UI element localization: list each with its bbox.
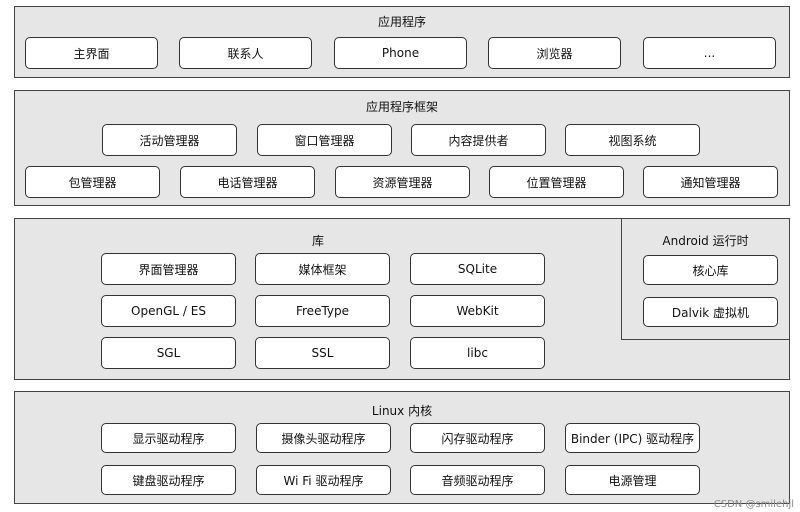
kernel-audio-driver: 音频驱动程序 bbox=[410, 465, 545, 495]
framework-view-system: 视图系统 bbox=[565, 124, 700, 156]
framework-title: 应用程序框架 bbox=[365, 100, 438, 114]
kernel-binder-ipc-driver: Binder (IPC) 驱动程序 bbox=[565, 423, 700, 453]
framework-package-manager: 包管理器 bbox=[25, 166, 160, 198]
lib-media-framework: 媒体框架 bbox=[255, 253, 390, 285]
kernel-title: Linux 内核 bbox=[371, 404, 433, 418]
libraries-title: 库 bbox=[311, 234, 324, 248]
kernel-power-management: 电源管理 bbox=[565, 465, 700, 495]
lib-surface-manager: 界面管理器 bbox=[101, 253, 236, 285]
app-phone: Phone bbox=[334, 37, 467, 69]
framework-activity-manager: 活动管理器 bbox=[102, 124, 237, 156]
kernel-wifi-driver: Wi Fi 驱动程序 bbox=[256, 465, 391, 495]
kernel-keyboard-driver: 键盘驱动程序 bbox=[101, 465, 236, 495]
applications-title: 应用程序 bbox=[377, 15, 426, 29]
runtime-title: Android 运行时 bbox=[662, 234, 749, 248]
libraries-layer: 库 界面管理器 媒体框架 SQLite OpenGL / ES FreeType… bbox=[14, 218, 790, 380]
framework-window-manager: 窗口管理器 bbox=[257, 124, 392, 156]
kernel-camera-driver: 摄像头驱动程序 bbox=[256, 423, 391, 453]
kernel-display-driver: 显示驱动程序 bbox=[101, 423, 236, 453]
applications-layer: 应用程序 主界面 联系人 Phone 浏览器 ... bbox=[14, 6, 790, 78]
app-contacts: 联系人 bbox=[179, 37, 312, 69]
lib-opengl-es: OpenGL / ES bbox=[101, 295, 236, 327]
csdn-watermark: CSDN @smilehjl bbox=[713, 499, 794, 510]
app-home: 主界面 bbox=[25, 37, 158, 69]
app-browser: 浏览器 bbox=[488, 37, 621, 69]
runtime-core-libraries: 核心库 bbox=[643, 255, 778, 285]
lib-sqlite: SQLite bbox=[410, 253, 545, 285]
lib-libc: libc bbox=[410, 337, 545, 369]
framework-telephony-manager: 电话管理器 bbox=[180, 166, 315, 198]
lib-ssl: SSL bbox=[255, 337, 390, 369]
framework-resource-manager: 资源管理器 bbox=[335, 166, 470, 198]
framework-content-providers: 内容提供者 bbox=[411, 124, 546, 156]
runtime-dalvik-vm: Dalvik 虚拟机 bbox=[643, 297, 778, 327]
framework-layer: 应用程序框架 活动管理器 窗口管理器 内容提供者 视图系统 包管理器 电话管理器… bbox=[14, 90, 790, 206]
framework-notification-manager: 通知管理器 bbox=[643, 166, 778, 198]
app-more: ... bbox=[643, 37, 776, 69]
lib-freetype: FreeType bbox=[255, 295, 390, 327]
lib-webkit: WebKit bbox=[410, 295, 545, 327]
kernel-layer: Linux 内核 显示驱动程序 摄像头驱动程序 闪存驱动程序 Binder (I… bbox=[14, 391, 790, 504]
lib-sgl: SGL bbox=[101, 337, 236, 369]
framework-location-manager: 位置管理器 bbox=[489, 166, 624, 198]
kernel-flash-driver: 闪存驱动程序 bbox=[410, 423, 545, 453]
runtime-panel: Android 运行时 核心库 Dalvik 虚拟机 bbox=[621, 219, 789, 340]
